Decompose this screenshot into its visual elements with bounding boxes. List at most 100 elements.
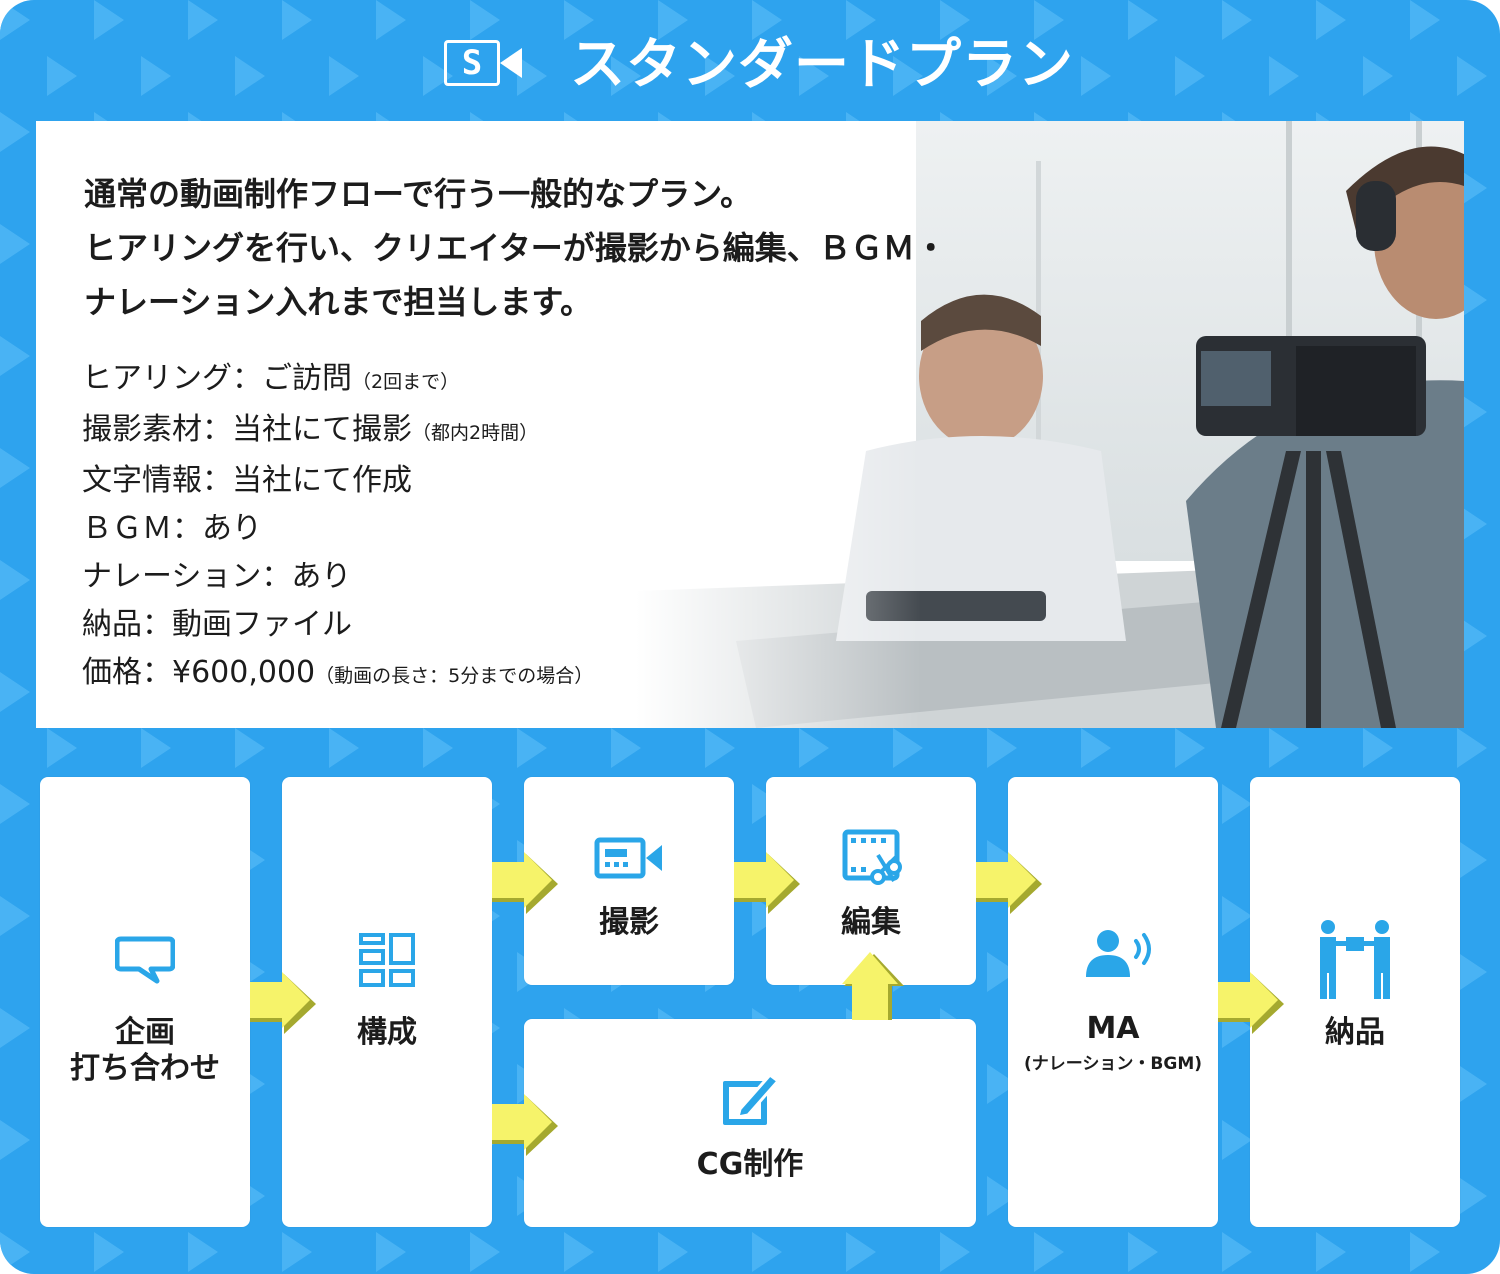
- flow-arrow-up: [842, 952, 904, 1020]
- play-triangle-shape: [1128, 1232, 1158, 1272]
- flow-step-ma: MA (ナレーション・BGM): [1008, 777, 1218, 1227]
- play-triangle-shape: [0, 672, 30, 712]
- speaker-person-icon: [1086, 930, 1151, 977]
- plan-description: 通常の動画制作フローで行う一般的なプラン。 ヒアリングを行い、クリエイターが撮影…: [84, 167, 1204, 329]
- spec-label: 文字情報：当社にて作成: [82, 463, 412, 498]
- spec-text-info: 文字情報：当社にて作成: [82, 457, 782, 505]
- play-triangle-shape: [94, 0, 124, 40]
- play-triangle-shape: [799, 728, 829, 768]
- flow-step-cg: CG制作: [524, 1019, 976, 1227]
- play-triangle-shape: [752, 0, 782, 40]
- film-cut-icon: [842, 829, 902, 885]
- plan-info-panel: 通常の動画制作フローで行う一般的なプラン。 ヒアリングを行い、クリエイターが撮影…: [36, 121, 1464, 728]
- step-label: 打ち合わせ: [70, 1051, 220, 1086]
- flow-step-editing: 編集: [766, 777, 976, 985]
- filming-scene-illustration: [36, 121, 1464, 728]
- play-triangle-shape: [564, 0, 594, 40]
- step-label: CG制作: [696, 1147, 804, 1182]
- play-triangle-shape: [235, 56, 265, 96]
- play-triangle-shape: [1363, 728, 1393, 768]
- play-triangle-shape: [846, 1232, 876, 1272]
- spec-label: 撮影素材：当社にて撮影: [82, 412, 412, 447]
- play-triangle-shape: [987, 1176, 1017, 1216]
- flow-step-planning: 企画 打ち合わせ: [40, 777, 250, 1227]
- play-triangle-shape: [0, 336, 30, 376]
- play-triangle-shape: [0, 1008, 30, 1048]
- play-triangle-shape: [235, 728, 265, 768]
- step-label: 編集: [841, 905, 901, 940]
- play-triangle-shape: [611, 728, 641, 768]
- play-triangle-shape: [0, 560, 30, 600]
- play-triangle-shape: [705, 728, 735, 768]
- spec-label: ヒアリング：ご訪問: [82, 361, 352, 396]
- play-triangle-shape: [376, 1232, 406, 1272]
- play-triangle-shape: [1222, 1232, 1252, 1272]
- play-triangle-shape: [282, 0, 312, 40]
- spec-narration: ナレーション：あり: [82, 553, 782, 601]
- play-triangle-shape: [1363, 56, 1393, 96]
- flow-arrow-right: [492, 852, 558, 914]
- play-triangle-shape: [94, 1232, 124, 1272]
- camera-lens-icon: [500, 48, 522, 78]
- play-triangle-shape: [1457, 504, 1487, 544]
- play-triangle-shape: [376, 0, 406, 40]
- play-triangle-shape: [987, 952, 1017, 992]
- play-triangle-shape: [0, 896, 30, 936]
- flow-step-delivery: 納品: [1250, 777, 1460, 1227]
- flow-arrow-right: [976, 852, 1042, 914]
- play-triangle-shape: [1222, 1120, 1252, 1160]
- play-triangle-shape: [47, 728, 77, 768]
- play-triangle-shape: [1457, 1064, 1487, 1104]
- play-triangle-shape: [893, 56, 923, 96]
- flow-arrow-right: [1218, 972, 1284, 1034]
- play-triangle-shape: [987, 1064, 1017, 1104]
- play-triangle-shape: [1269, 56, 1299, 96]
- plan-spec-list: ヒアリング：ご訪問（2回まで） 撮影素材：当社にて撮影（都内2時間） 文字情報：…: [82, 355, 782, 700]
- play-triangle-shape: [987, 56, 1017, 96]
- play-triangle-shape: [282, 1232, 312, 1272]
- play-triangle-shape: [1457, 840, 1487, 880]
- flow-step-shooting: 撮影: [524, 777, 734, 985]
- step-label: 企画: [115, 1015, 175, 1050]
- play-triangle-shape: [0, 784, 30, 824]
- play-triangle-shape: [141, 728, 171, 768]
- play-triangle-shape: [1175, 728, 1205, 768]
- play-triangle-shape: [893, 728, 923, 768]
- flow-arrow-right: [250, 972, 316, 1034]
- play-triangle-shape: [470, 0, 500, 40]
- play-triangle-shape: [1034, 0, 1064, 40]
- play-triangle-shape: [47, 56, 77, 96]
- play-triangle-shape: [1410, 0, 1440, 40]
- spec-hearing: ヒアリング：ご訪問（2回まで）: [82, 355, 782, 406]
- spec-note: （2回まで）: [352, 371, 460, 393]
- handover-icon: [1320, 920, 1390, 999]
- play-triangle-shape: [940, 0, 970, 40]
- play-triangle-shape: [1081, 56, 1111, 96]
- play-triangle-shape: [329, 56, 359, 96]
- play-triangle-shape: [1316, 0, 1346, 40]
- flow-arrow-right: [492, 1094, 558, 1156]
- play-triangle-shape: [987, 728, 1017, 768]
- layout-icon: [359, 933, 415, 987]
- spec-label: ナレーション：あり: [82, 559, 352, 594]
- play-triangle-shape: [329, 728, 359, 768]
- spec-label: ＢＧＭ：あり: [82, 511, 262, 546]
- play-triangle-shape: [1457, 616, 1487, 656]
- play-triangle-shape: [1410, 1232, 1440, 1272]
- spec-note: （都内2時間）: [412, 422, 539, 444]
- plan-header: S スタンダードプラン: [0, 18, 1500, 110]
- play-triangle-shape: [1269, 728, 1299, 768]
- play-triangle-shape: [1081, 728, 1111, 768]
- play-triangle-shape: [1222, 0, 1252, 40]
- play-triangle-shape: [1128, 0, 1158, 40]
- play-triangle-shape: [0, 1120, 30, 1160]
- play-triangle-shape: [1457, 952, 1487, 992]
- spec-note: （動画の長さ：5分までの場合）: [315, 665, 594, 687]
- page-title: スタンダードプラン: [570, 32, 1075, 96]
- play-triangle-shape: [1457, 1176, 1487, 1216]
- play-triangle-shape: [0, 1232, 30, 1272]
- play-triangle-shape: [658, 0, 688, 40]
- flow-step-composition: 構成: [282, 777, 492, 1227]
- spec-price: 価格：¥600,000（動画の長さ：5分までの場合）: [82, 649, 782, 700]
